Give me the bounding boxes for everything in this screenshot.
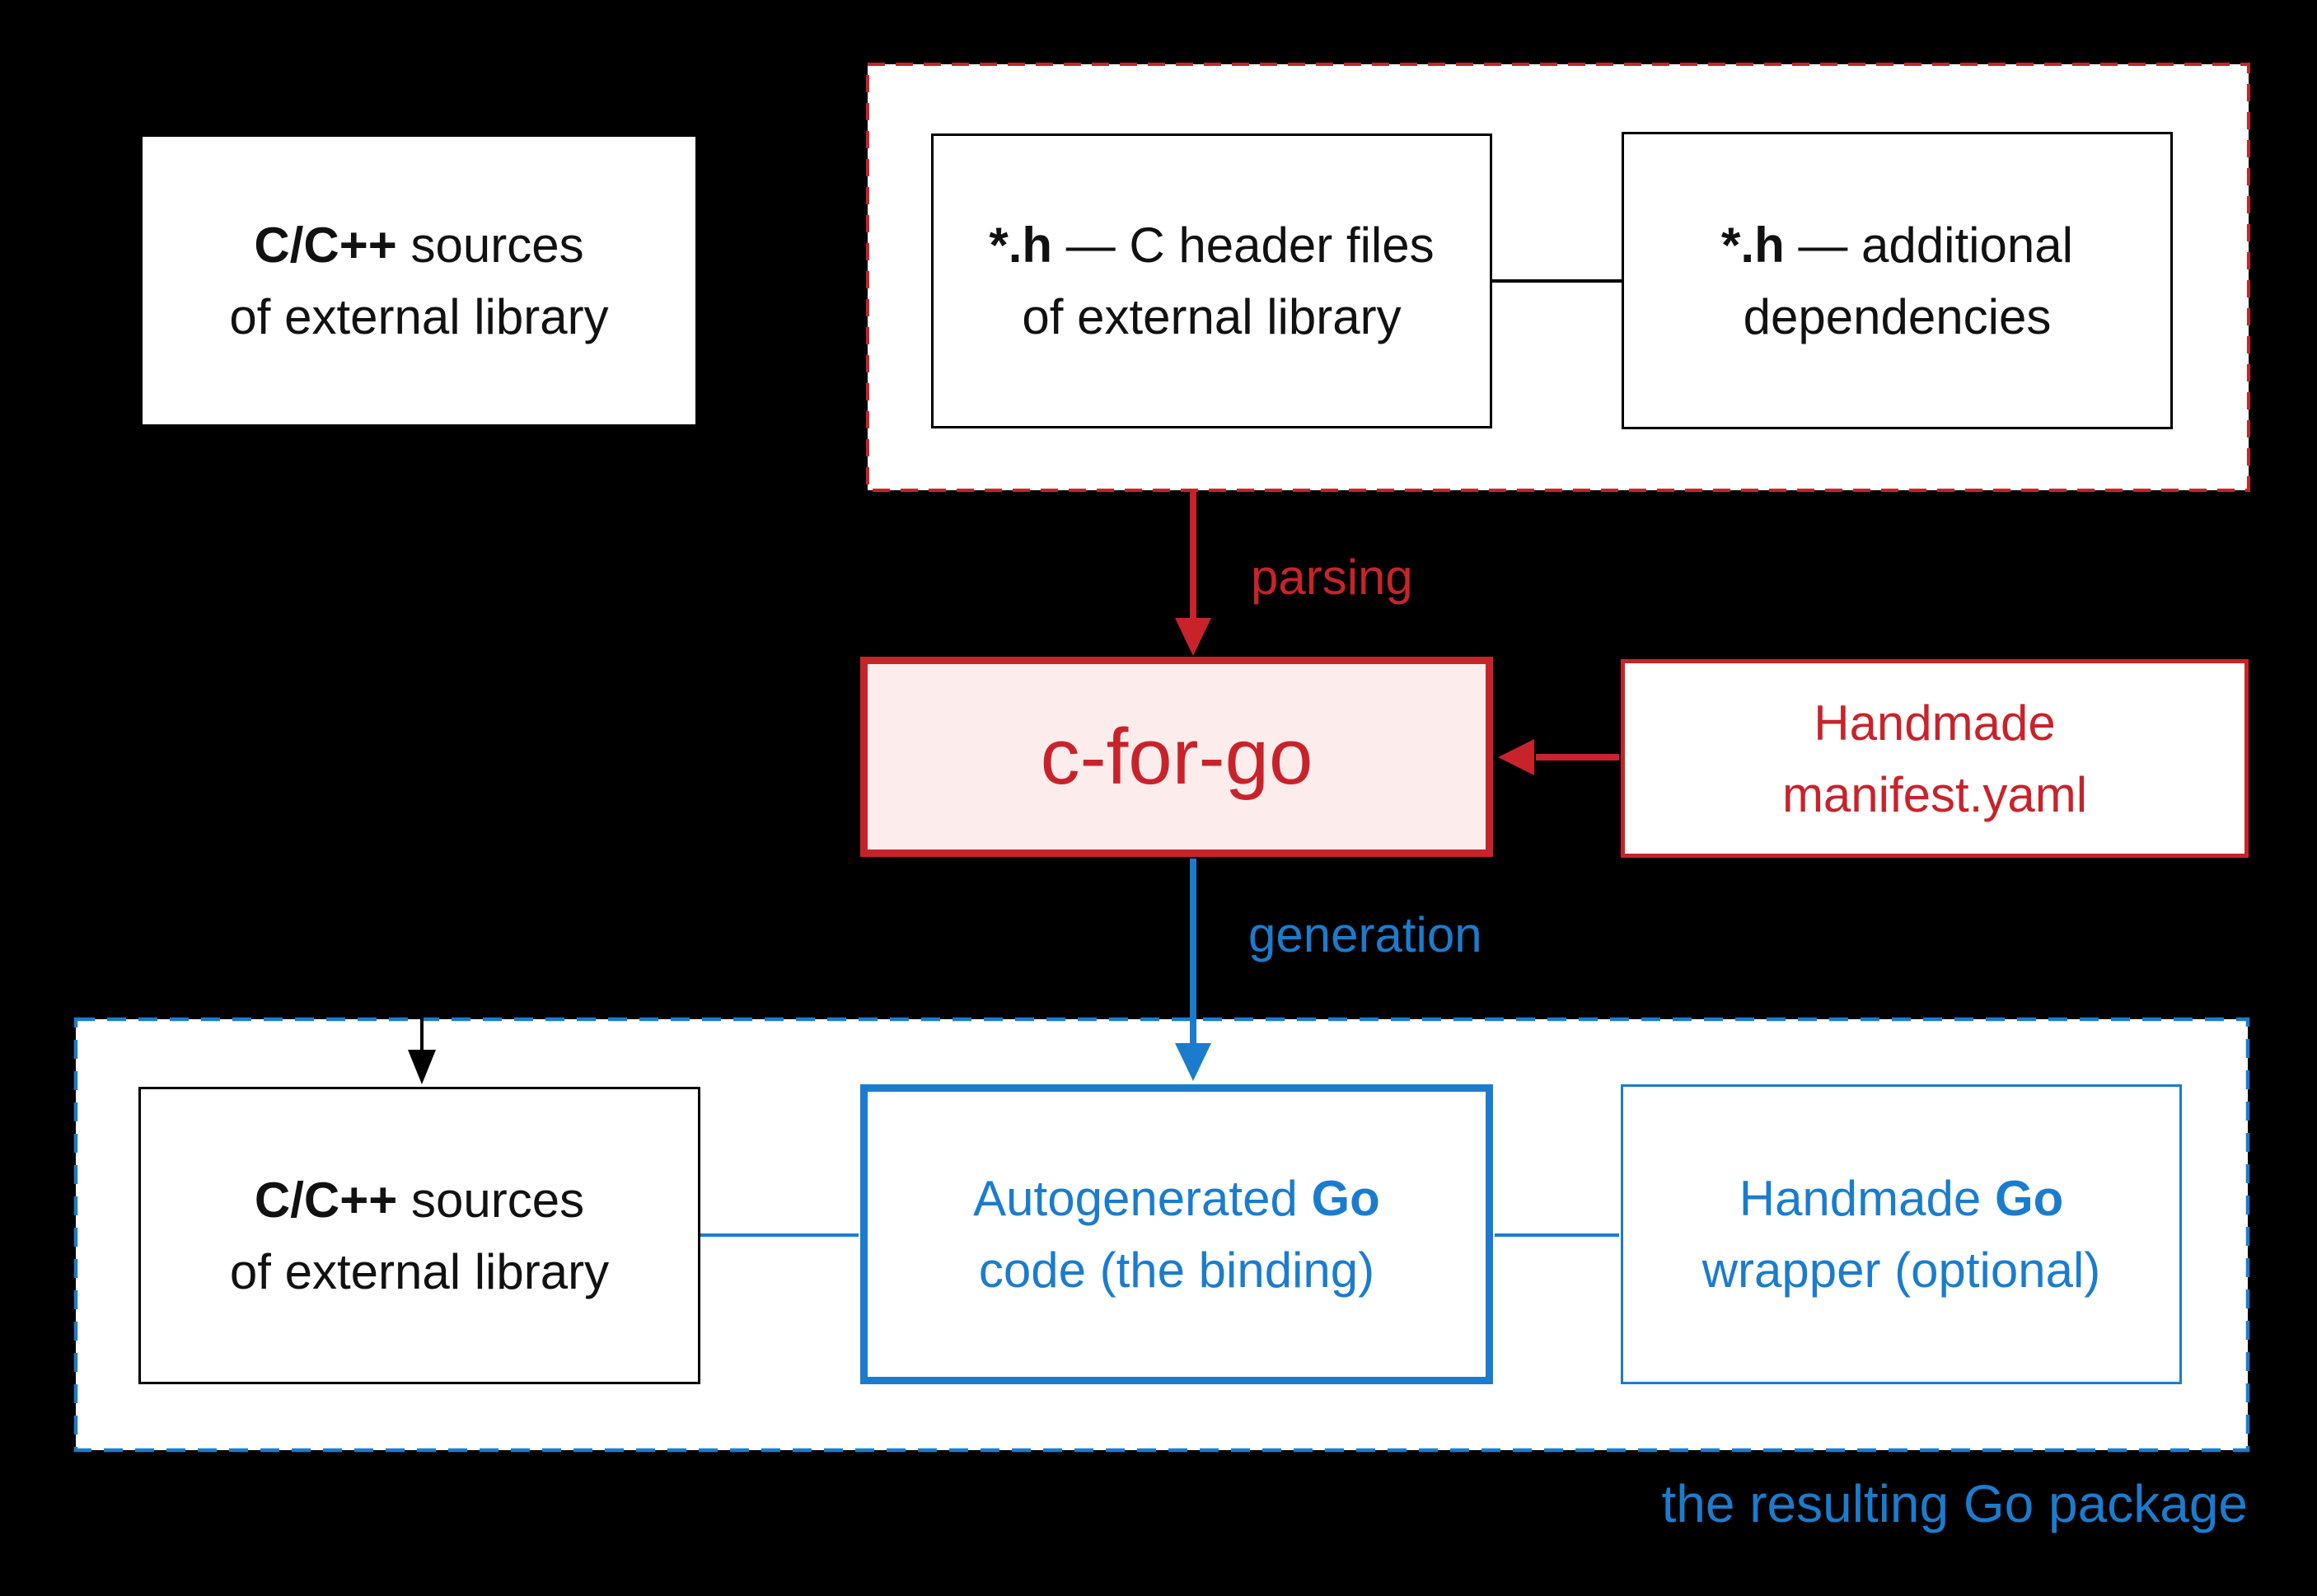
node-label-line: c-for-go <box>1040 712 1313 801</box>
node-label-line: wrapper (optional) <box>1701 1243 2101 1298</box>
node-label-line: of external library <box>229 1243 610 1299</box>
node-label-line: C/C++ sources <box>254 217 584 273</box>
parsing-arrow <box>1175 492 1211 656</box>
manifest-arrow <box>1498 739 1619 775</box>
parsing-label: parsing <box>1251 550 1413 605</box>
node-handmade-wrapper: Handmade Go wrapper (optional) <box>1621 1084 2182 1384</box>
node-label-line: Handmade <box>1814 695 2056 751</box>
node-label-line: C/C++ sources <box>254 1172 585 1228</box>
node-label-line: manifest.yaml <box>1781 766 2088 822</box>
node-label-line: code (the binding) <box>978 1243 1375 1298</box>
node-label-line: Handmade Go <box>1739 1171 2064 1226</box>
node-label-line: *.h — additional <box>1721 217 2073 273</box>
generation-label: generation <box>1248 907 1482 962</box>
node-label-line: *.h — C header files <box>989 218 1435 273</box>
node-additional-dependencies: *.h — additional dependencies <box>1622 132 2173 429</box>
node-c-header-files: *.h — C header files of external library <box>931 133 1492 428</box>
node-c-for-go: c-for-go <box>860 657 1493 857</box>
generation-arrow <box>1175 859 1211 1081</box>
node-autogenerated-binding: Autogenerated Go code (the binding) <box>860 1084 1493 1384</box>
resulting-go-package-caption: the resulting Go package <box>1661 1474 2248 1533</box>
node-handmade-manifest: Handmade manifest.yaml <box>1621 659 2249 858</box>
node-external-sources-top: C/C++ sources of external library <box>140 134 698 427</box>
node-label-line: of external library <box>229 288 609 344</box>
node-label-line: dependencies <box>1743 288 2052 344</box>
node-external-sources-bottom: C/C++ sources of external library <box>138 1087 700 1384</box>
node-label-line: of external library <box>1022 289 1402 344</box>
node-label-line: Autogenerated Go <box>973 1171 1380 1226</box>
sources-drop-arrow <box>408 427 436 1084</box>
